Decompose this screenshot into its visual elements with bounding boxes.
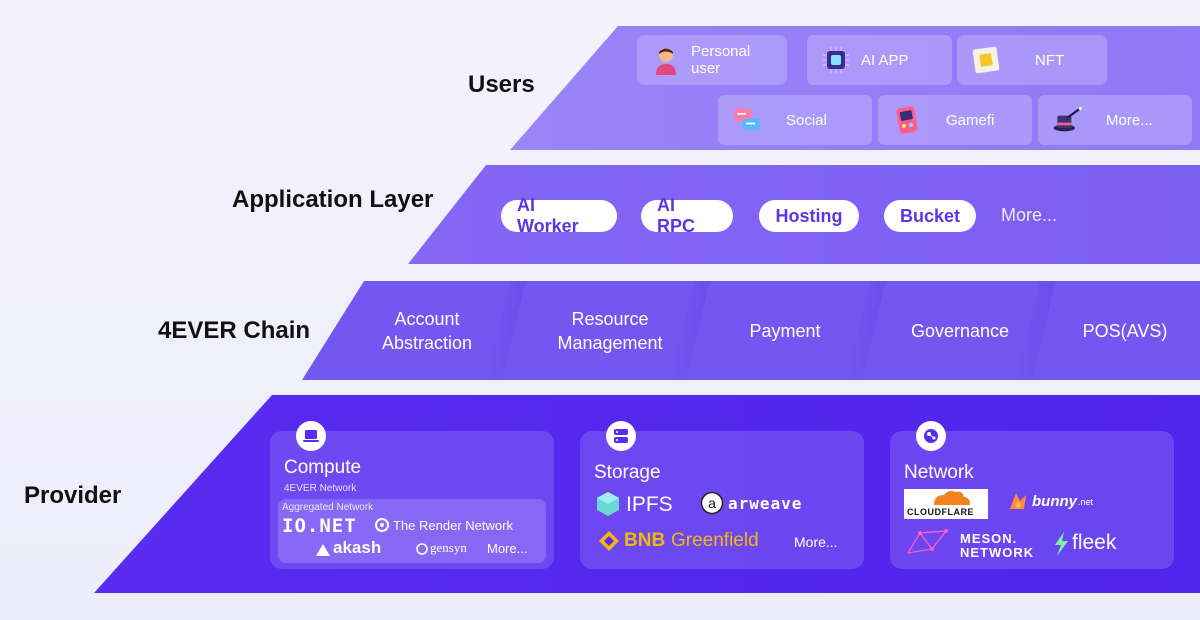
bnb-logo: BNB [624, 530, 666, 551]
network-title: Network [904, 462, 974, 483]
tier-label-provider: Provider [24, 482, 122, 509]
chain-segment-line: Resource [571, 308, 649, 329]
server-icon [606, 421, 636, 451]
chain-segment-line: Account [394, 308, 460, 329]
pill-bucket[interactable]: Bucket [884, 200, 976, 232]
magic-hat-icon [1052, 105, 1082, 135]
chain-segment-governance[interactable]: Governance [874, 281, 1046, 380]
users-band: Personal user AI APP NFT [510, 26, 1200, 150]
game-console-icon [892, 105, 922, 135]
user-tile-label: AI APP [861, 51, 909, 69]
storage-card[interactable]: Storage IPFS a arweave BNB Greenfield Mo… [580, 421, 864, 569]
chat-bubbles-icon [732, 105, 762, 135]
pill-ai-rpc[interactable]: AI RPC [641, 195, 733, 236]
bunny-icon [1006, 489, 1030, 518]
tier-label-application: Application Layer [232, 186, 434, 213]
user-tile-personal[interactable]: Personal user [637, 35, 787, 85]
chip-icon [821, 45, 851, 75]
render-network-logo: The Render Network [393, 518, 513, 533]
cloudflare-logo-box: CLOUDFLARE [904, 489, 988, 519]
storage-more-link[interactable]: More... [794, 534, 838, 550]
person-avatar-icon [651, 45, 681, 75]
laptop-icon [296, 421, 326, 451]
user-tile-gamefi[interactable]: Gamefi [878, 95, 1032, 145]
compute-title: Compute [284, 457, 362, 478]
user-tile-label: Social [786, 111, 827, 129]
user-tile-nft[interactable]: NFT [957, 35, 1107, 85]
akash-logo: akash [333, 538, 382, 557]
arweave-logo: arweave [728, 494, 803, 513]
compute-more-link[interactable]: More... [487, 541, 528, 556]
application-band: AI Worker AI RPC Hosting Bucket More... [408, 165, 1200, 264]
gensyn-logo: gensyn [430, 540, 467, 555]
storage-title: Storage [594, 462, 661, 483]
user-tile-social[interactable]: Social [718, 95, 872, 145]
chain-segment-line: Management [557, 332, 663, 353]
svg-text:a: a [708, 495, 716, 511]
meson-logo-line2: NETWORK [960, 545, 1035, 560]
network-node-icon [916, 421, 946, 451]
user-tile-ai-app[interactable]: AI APP [807, 35, 952, 85]
fleek-logo: fleek [1072, 531, 1117, 554]
chain-segment-line: Abstraction [381, 332, 473, 353]
bnb-icon [598, 530, 620, 557]
meson-icon [906, 527, 950, 562]
picture-frame-icon [971, 45, 1001, 75]
user-tile-label: Gamefi [946, 111, 995, 129]
user-tile-more[interactable]: More... [1038, 95, 1192, 145]
pill-hosting[interactable]: Hosting [759, 200, 859, 232]
ionet-logo: IO.NET [282, 515, 357, 537]
pill-ai-worker[interactable]: AI Worker [501, 195, 617, 236]
compute-subtitle: 4EVER Network [284, 483, 357, 494]
chain-segment-payment[interactable]: Payment [702, 281, 868, 380]
ipfs-logo: IPFS [626, 493, 673, 516]
bunny-net-suffix: .net [1078, 497, 1094, 507]
compute-card[interactable]: Compute 4EVER Network Aggregated Network… [270, 421, 554, 569]
cloudflare-cloud-icon [934, 491, 970, 505]
aggregated-network-label: Aggregated Network [282, 502, 374, 513]
arweave-icon: a [700, 491, 724, 520]
greenfield-logo: Greenfield [671, 530, 759, 551]
tier-label-chain: 4EVER Chain [158, 317, 311, 344]
chain-segment-line: Payment [749, 320, 821, 341]
tier-label-users: Users [468, 71, 535, 98]
meson-logo-line1: MESON. [960, 531, 1018, 546]
ipfs-icon [596, 491, 620, 522]
network-card[interactable]: Network CLOUDFLARE bunny .net MESON. NET… [890, 421, 1174, 569]
provider-band: Compute 4EVER Network Aggregated Network… [94, 395, 1200, 593]
chain-segment-pos-avs[interactable]: POS(AVS) [1050, 281, 1200, 380]
cloudflare-logo: CLOUDFLARE [907, 507, 974, 517]
akash-icon [316, 543, 330, 561]
bunny-logo: bunny [1032, 493, 1077, 510]
user-tile-label: Personal user [691, 43, 751, 77]
aggregated-network-box: Aggregated Network IO.NET The Render Net… [278, 499, 546, 563]
chain-segment-line: POS(AVS) [1082, 320, 1168, 341]
chain-segment-line: Governance [910, 320, 1010, 341]
user-tile-label: More... [1106, 111, 1153, 129]
user-tile-label: NFT [1035, 51, 1065, 69]
application-more-link[interactable]: More... [1001, 205, 1058, 225]
fleek-icon [1052, 531, 1070, 562]
gensyn-icon [416, 542, 428, 560]
render-network-icon [375, 518, 389, 537]
